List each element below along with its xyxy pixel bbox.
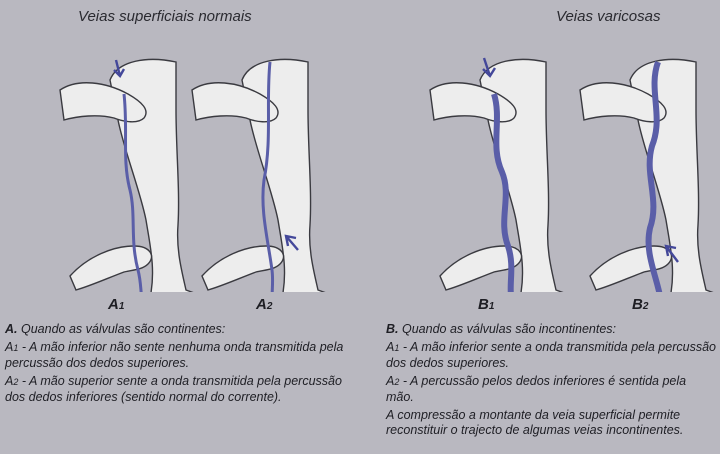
panel-label-a1: A1: [108, 296, 125, 313]
caption-a-item1: A1 - A mão inferior não sente nenhuma on…: [5, 340, 344, 370]
caption-a: A. Quando as válvulas são continentes: A…: [5, 322, 345, 408]
arrow-a2: [284, 234, 299, 251]
vein-a2: [261, 61, 275, 292]
caption-a-title: A. Quando as válvulas são continentes:: [5, 322, 226, 336]
vein-a1: [122, 93, 143, 292]
leg-figure-a2: [191, 58, 345, 292]
vein-b2: [645, 60, 663, 292]
caption-a-item2: A2 - A mão superior sente a onda transmi…: [5, 374, 342, 404]
caption-b-item1: A1 - A mão inferior sente a onda transmi…: [386, 340, 716, 370]
arrow-b1: [482, 57, 497, 78]
panel-label-b1: B1: [478, 296, 495, 313]
heading-normal-veins: Veias superficiais normais: [78, 8, 252, 25]
caption-b-item3: A compressão a montante da veia superfic…: [386, 408, 684, 437]
caption-b-title: B. Quando as válvulas são incontinentes:: [386, 322, 617, 336]
arrow-a1: [113, 59, 126, 78]
leg-figure-b2: [579, 58, 720, 292]
leg-figure-b1: [429, 57, 583, 292]
leg-figure-a1: [59, 58, 213, 292]
heading-varicose-veins: Veias varicosas: [556, 8, 661, 25]
vein-b1: [491, 93, 515, 292]
caption-b-item2: A2 - A percussão pelos dedos inferiores …: [386, 374, 687, 404]
arrow-b2: [664, 244, 679, 263]
caption-b: B. Quando as válvulas são incontinentes:…: [386, 322, 716, 441]
panel-label-a2: A2: [256, 296, 273, 313]
panel-label-b2: B2: [632, 296, 649, 313]
leg-illustrations: [59, 57, 720, 292]
